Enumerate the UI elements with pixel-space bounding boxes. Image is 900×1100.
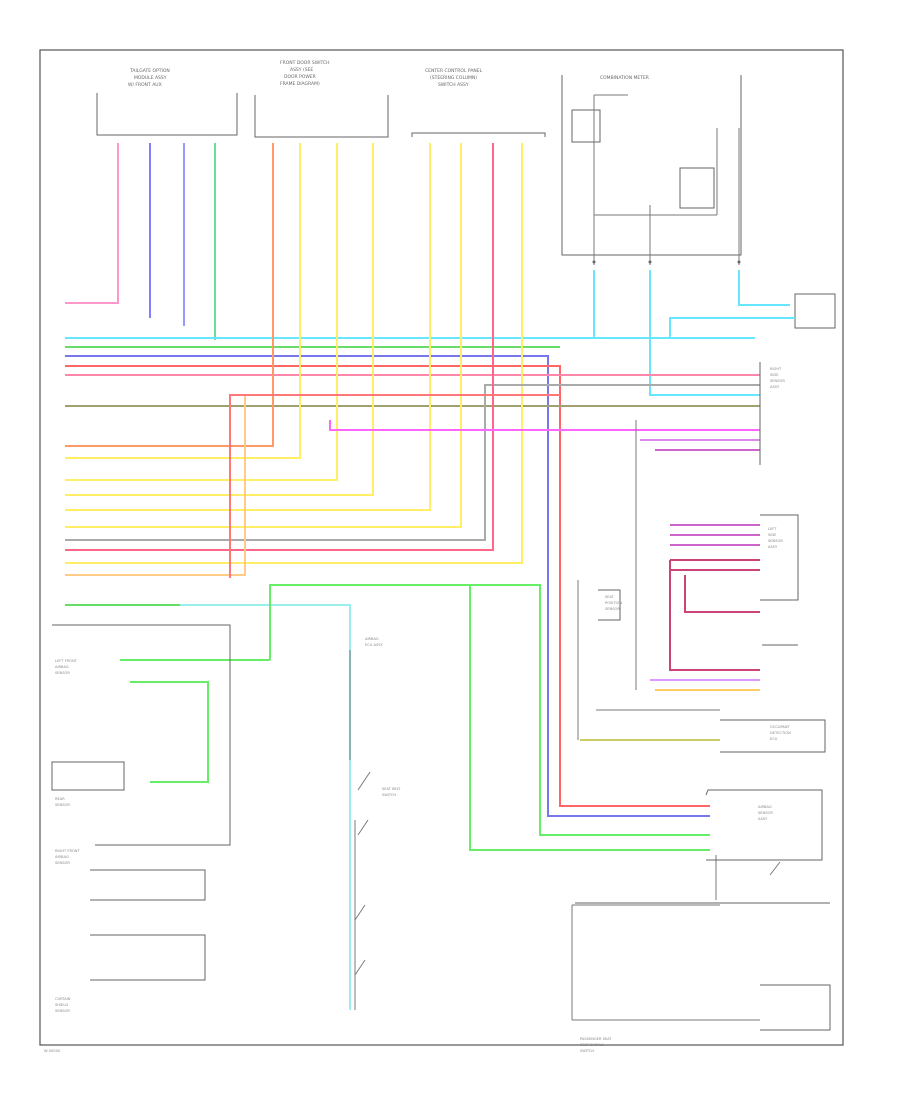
wire-harness [65, 143, 795, 1010]
left-sensor-boxes [51, 624, 231, 981]
svg-text:OCCUPANT: OCCUPANT [770, 725, 791, 729]
svg-text:W/ FRONT AUX: W/ FRONT AUX [128, 82, 162, 88]
svg-text:CURTAIN: CURTAIN [55, 997, 71, 1001]
svg-text:SENSOR: SENSOR [605, 607, 620, 611]
ground-wiring [349, 420, 760, 1021]
svg-text:SEAT BELT: SEAT BELT [382, 787, 401, 791]
svg-text:ASSY (SEE: ASSY (SEE [290, 67, 313, 73]
svg-text:FRONT DOOR SWITCH: FRONT DOOR SWITCH [280, 60, 330, 66]
component-label: TAILGATE OPTION [129, 68, 170, 74]
svg-text:AIRBAG: AIRBAG [365, 637, 379, 641]
svg-text:ASSY: ASSY [768, 545, 778, 549]
svg-text:AIRBAG: AIRBAG [55, 855, 69, 859]
svg-text:SENSOR: SENSOR [55, 1009, 70, 1013]
svg-text:DETECTION: DETECTION [770, 731, 791, 735]
top-right-module: CENTER CONTROL PANEL (STEERING COLUMN) S… [411, 68, 546, 137]
svg-text:FRAME DIAGRAM): FRAME DIAGRAM) [280, 81, 320, 87]
svg-text:SENSOR: SENSOR [55, 861, 70, 865]
component-captions: RIGHT SIDE SENSOR ASSY LEFT SIDE SENSOR … [55, 367, 791, 1053]
svg-text:ECU ASSY: ECU ASSY [365, 643, 384, 647]
svg-text:ASSY: ASSY [770, 385, 780, 389]
svg-text:BELT BUCKLE: BELT BUCKLE [580, 1043, 605, 1047]
connector-right-top [794, 293, 836, 329]
svg-text:PASSENGER SEAT: PASSENGER SEAT [580, 1037, 612, 1041]
diagram-frame [39, 49, 844, 1046]
center-switches [354, 771, 781, 976]
svg-text:SWITCH: SWITCH [382, 793, 396, 797]
svg-text:AIRBAG: AIRBAG [758, 805, 772, 809]
right-sensor-boxes [575, 362, 831, 1031]
svg-text:RIGHT FRONT: RIGHT FRONT [55, 849, 80, 853]
svg-text:LEFT: LEFT [768, 527, 777, 531]
svg-text:SIDE: SIDE [768, 533, 777, 537]
svg-text:RIGHT: RIGHT [770, 367, 782, 371]
footer-code: W-00000 [44, 1049, 61, 1053]
svg-text:ASSY: ASSY [758, 817, 768, 821]
svg-text:SWITCH: SWITCH [580, 1049, 594, 1053]
svg-text:SENSOR: SENSOR [758, 811, 773, 815]
svg-text:COMBINATION METER: COMBINATION METER [600, 75, 649, 81]
svg-text:(STEERING COLUMN): (STEERING COLUMN) [430, 75, 477, 81]
svg-text:MODULE ASSY: MODULE ASSY [134, 75, 167, 81]
svg-text:LEFT FRONT: LEFT FRONT [55, 659, 78, 663]
svg-text:SENSOR: SENSOR [55, 803, 70, 807]
svg-text:SHIELD: SHIELD [55, 1003, 68, 1007]
svg-text:SWITCH ASSY: SWITCH ASSY [438, 82, 469, 88]
svg-text:SIDE: SIDE [770, 373, 779, 377]
svg-text:POSITION: POSITION [605, 601, 622, 605]
svg-text:SENSOR: SENSOR [55, 671, 70, 675]
svg-text:DOOR POWER: DOOR POWER [284, 74, 316, 80]
top-left-module: TAILGATE OPTION MODULE ASSY W/ FRONT AUX [96, 68, 238, 136]
svg-text:ECU: ECU [770, 737, 778, 741]
combination-meter: COMBINATION METER [561, 75, 742, 265]
svg-text:SEAT: SEAT [605, 595, 615, 599]
svg-text:REAR: REAR [55, 797, 65, 801]
svg-text:CENTER CONTROL PANEL: CENTER CONTROL PANEL [425, 68, 483, 74]
svg-text:SENSOR: SENSOR [768, 539, 783, 543]
top-center-switch: FRONT DOOR SWITCH ASSY (SEE DOOR POWER F… [254, 60, 389, 138]
svg-text:SENSOR: SENSOR [770, 379, 785, 383]
svg-text:AIRBAG: AIRBAG [55, 665, 69, 669]
